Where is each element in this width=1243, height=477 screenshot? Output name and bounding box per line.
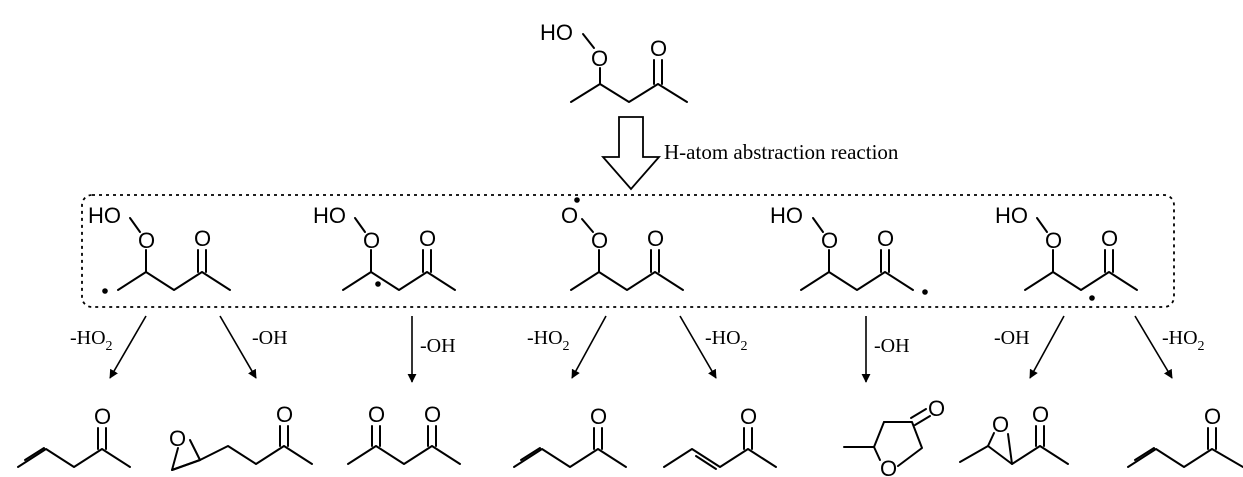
- product-4-skeleton: [513, 448, 627, 468]
- branch-label-7: -OH: [994, 327, 1030, 349]
- product-1-alkene-inner: [24, 447, 45, 461]
- product-8: O: [1127, 404, 1243, 468]
- product-7-epoxide-a: [987, 432, 995, 447]
- product-2-chain: [199, 445, 313, 465]
- radical-1-atom-o-peroxy: O: [138, 228, 155, 253]
- branch-arrow-8: [1134, 315, 1173, 379]
- radical-4-skeleton: [800, 271, 914, 291]
- radical-5-atom-o-carbonyl: O: [1101, 226, 1118, 251]
- radical-3-atom-o-peroxy: O: [591, 228, 608, 253]
- radical-2-skeleton: [342, 271, 456, 291]
- reactant-atom-o-carbonyl: O: [650, 36, 667, 61]
- product-7-atom-o-carbonyl: O: [1032, 402, 1049, 427]
- radical-4-atom-o-carbonyl: O: [877, 226, 894, 251]
- product-3-atom-o-carbonyl-1: O: [368, 402, 385, 427]
- product-2-atom-o-epoxide: O: [169, 426, 186, 451]
- radical-3-atom-o-carbonyl: O: [647, 226, 664, 251]
- product-2: O O: [169, 402, 313, 471]
- product-8-skeleton: [1127, 448, 1243, 468]
- product-1: O: [17, 404, 131, 468]
- product-6-atom-o-carbonyl: O: [928, 396, 945, 421]
- radical-3: O O O: [561, 197, 684, 291]
- product-2-atom-o-carbonyl: O: [276, 402, 293, 427]
- product-3: O O: [347, 402, 461, 465]
- branch-label-8: -HO2: [1162, 327, 1205, 354]
- product-6: O O: [843, 396, 945, 477]
- hollow-down-arrow: [601, 116, 661, 191]
- radical-1-dot: [102, 288, 108, 294]
- radical-2-atom-o-peroxy: O: [363, 228, 380, 253]
- product-7-chain: [959, 445, 1069, 465]
- product-8-atom-o-carbonyl: O: [1204, 404, 1221, 429]
- branch-arrow-1: [109, 315, 147, 379]
- radical-5-skeleton: [1024, 271, 1138, 291]
- product-1-skeleton: [17, 448, 131, 468]
- branch-label-1: -HO2: [70, 327, 113, 354]
- product-5: O: [663, 404, 777, 470]
- radical-1-skeleton: [117, 271, 231, 291]
- product-3-skeleton: [347, 445, 461, 465]
- radical-3-atom-o-terminal: O: [561, 203, 578, 228]
- branch-arrow-2: [219, 315, 257, 379]
- branch-label-5: -HO2: [705, 327, 748, 354]
- reactant-atom-o-peroxy: O: [591, 46, 608, 71]
- reactant-skeleton: [570, 83, 688, 103]
- radical-5: HO O O: [995, 203, 1138, 301]
- branch-label-2: -OH: [252, 327, 288, 349]
- branch-label-3: -OH: [420, 335, 456, 357]
- radical-2: HO O O: [313, 203, 456, 291]
- radical-4-atom-ho: HO: [770, 203, 803, 228]
- radical-5-dot: [1089, 295, 1095, 301]
- radical-4: HO O O: [770, 203, 928, 295]
- product-6-ring: [883, 421, 923, 467]
- intermediates-box: [81, 194, 1175, 308]
- reactant-atom-ho: HO: [540, 20, 573, 45]
- product-4-atom-o-carbonyl: O: [590, 404, 607, 429]
- radical-1-atom-o-carbonyl: O: [194, 226, 211, 251]
- radical-4-dot: [922, 289, 928, 295]
- radical-5-atom-o-peroxy: O: [1045, 228, 1062, 253]
- radical-2-atom-ho: HO: [313, 203, 346, 228]
- branch-arrow-4: [571, 315, 607, 379]
- product-6-atom-o-ring: O: [880, 456, 897, 477]
- reactant-o-o-bond: [582, 33, 595, 49]
- reactant-molecule: HO O O: [540, 20, 688, 103]
- branch-label-4: -HO2: [527, 327, 570, 354]
- product-7: O O: [959, 402, 1069, 465]
- product-5-atom-o-carbonyl: O: [740, 404, 757, 429]
- branch-arrow-7: [1029, 315, 1065, 379]
- radical-1: HO O O: [88, 203, 231, 294]
- radical-4-atom-o-peroxy: O: [821, 228, 838, 253]
- radical-2-dot: [375, 281, 381, 287]
- radical-1-atom-ho: HO: [88, 203, 121, 228]
- branch-arrow-5: [679, 315, 717, 379]
- product-5-alkene-inner: [695, 455, 717, 470]
- main-step-label: H-atom abstraction reaction: [664, 140, 899, 164]
- radical-3-dot: [574, 197, 580, 203]
- product-1-atom-o-carbonyl: O: [94, 404, 111, 429]
- radical-2-atom-o-carbonyl: O: [419, 226, 436, 251]
- product-7-epoxide-b: [1007, 433, 1013, 465]
- product-7-atom-o-epoxide: O: [992, 412, 1009, 437]
- product-5-skeleton: [663, 448, 777, 468]
- radical-5-atom-ho: HO: [995, 203, 1028, 228]
- product-3-atom-o-carbonyl-2: O: [424, 402, 441, 427]
- product-4: O: [513, 404, 627, 468]
- branch-label-6: -OH: [874, 335, 910, 357]
- radical-3-skeleton: [570, 271, 684, 291]
